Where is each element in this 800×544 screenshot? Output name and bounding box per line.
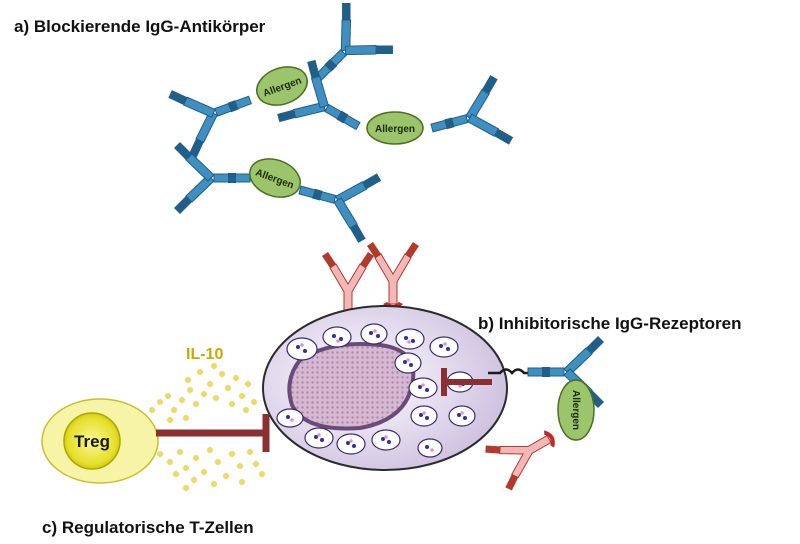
antibody-complex-1: Allergen bbox=[165, 0, 398, 161]
il10-label: IL-10 bbox=[186, 346, 223, 363]
fc-receptor-top-right bbox=[366, 241, 420, 310]
antibody-complex-3: Allergen bbox=[173, 141, 384, 245]
inhibition-bar-b bbox=[441, 368, 492, 396]
nucleus bbox=[287, 342, 416, 431]
treg-cell: Treg bbox=[41, 398, 159, 484]
allergen-complex-b: Allergen bbox=[557, 379, 595, 441]
il10-particles bbox=[149, 363, 265, 491]
heading-blocking-igg: a) Blockierende IgG-Antikörper bbox=[14, 17, 266, 36]
inhibitory-receptor bbox=[488, 335, 605, 409]
granule-dots bbox=[286, 329, 467, 452]
allergen-ellipse bbox=[249, 158, 301, 198]
fc-receptor-right bbox=[481, 413, 567, 494]
granules bbox=[276, 323, 476, 458]
allergen-label: Allergen bbox=[570, 390, 581, 430]
mast-cell bbox=[262, 305, 508, 471]
heading-inhibitory-receptors: b) Inhibitorische IgG-Rezeptoren bbox=[478, 314, 742, 333]
treg-label: Treg bbox=[74, 432, 110, 451]
heading-regulatory-tcells: c) Regulatorische T-Zellen bbox=[42, 518, 254, 537]
allergen-label: Allergen bbox=[375, 124, 415, 135]
allergen-ellipse bbox=[256, 66, 308, 106]
allergen-ellipse bbox=[366, 111, 424, 145]
inhibition-bar-c bbox=[156, 414, 270, 452]
antibody-complex-2: Allergen bbox=[273, 56, 516, 164]
